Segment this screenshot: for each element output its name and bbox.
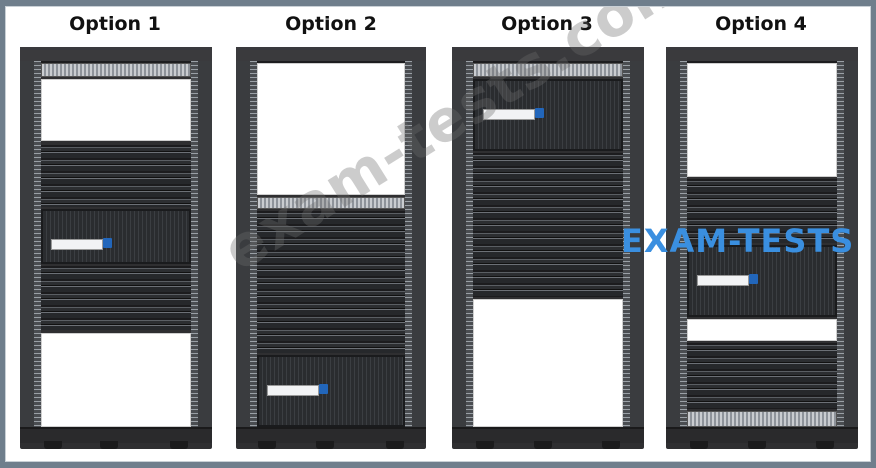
server-stack [257, 211, 405, 353]
empty-space [257, 63, 405, 195]
rack-option-4[interactable] [666, 47, 858, 449]
mounting-rail [623, 61, 630, 429]
server-stack [41, 266, 191, 330]
mounting-rail [466, 61, 473, 429]
rack-base [236, 427, 426, 443]
mounting-rail [34, 61, 41, 429]
mounting-rail [680, 61, 687, 429]
blade-chassis [257, 355, 405, 427]
logo-icon [749, 274, 758, 284]
rack-option-3[interactable] [452, 47, 644, 449]
rack-base [452, 427, 644, 443]
mounting-rail [405, 61, 412, 429]
rack-top [666, 47, 858, 63]
label-plate [697, 275, 749, 286]
option-4-label: Option 4 [715, 13, 807, 35]
blade-chassis [687, 245, 837, 317]
label-plate [51, 239, 103, 250]
mounting-rail [191, 61, 198, 429]
rack-base [666, 427, 858, 443]
blade-chassis [41, 209, 191, 264]
empty-space [687, 319, 837, 341]
mounting-rail [837, 61, 844, 429]
empty-space [41, 79, 191, 141]
logo-icon [319, 384, 328, 394]
brand-logo-text: EXAM-TESTS [621, 222, 855, 260]
rack-base [20, 427, 212, 443]
empty-space [687, 63, 837, 177]
rack-option-2[interactable] [236, 47, 426, 449]
empty-space [473, 299, 623, 427]
logo-icon [535, 108, 544, 118]
server-stack [41, 145, 191, 207]
logo-icon [103, 238, 112, 248]
switch-unit [687, 411, 837, 427]
switch-unit [257, 197, 405, 209]
switch-unit [41, 63, 191, 77]
option-2-label: Option 2 [285, 13, 377, 35]
rack-top [20, 47, 212, 63]
label-plate [267, 385, 319, 396]
mounting-rail [250, 61, 257, 429]
diagram-frame: Option 1 Option 2 Option 3 Option 4 [5, 6, 871, 462]
option-3-label: Option 3 [501, 13, 593, 35]
rack-top [452, 47, 644, 63]
label-plate [483, 109, 535, 120]
rack-option-1[interactable] [20, 47, 212, 449]
blade-chassis [473, 79, 623, 151]
option-1-label: Option 1 [69, 13, 161, 35]
empty-space [41, 333, 191, 427]
server-stack [473, 153, 623, 297]
server-stack [687, 179, 837, 243]
server-stack [687, 343, 837, 409]
switch-unit [473, 63, 623, 77]
rack-top [236, 47, 426, 63]
